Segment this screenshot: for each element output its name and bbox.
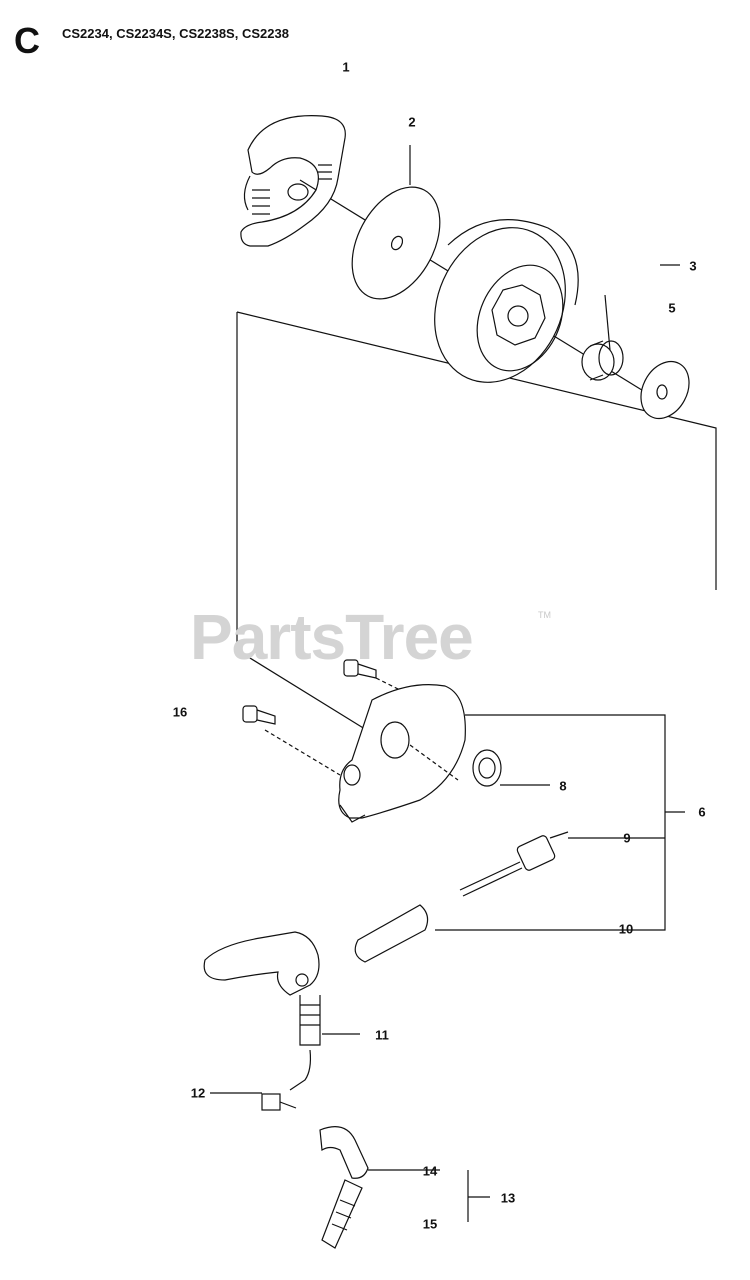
clutch-shoe <box>240 115 346 247</box>
seal <box>472 749 502 787</box>
leader-lines <box>210 714 685 1222</box>
callout-11: 11 <box>375 1027 389 1043</box>
hose-connector <box>261 1093 297 1111</box>
oil-filter <box>321 1179 363 1249</box>
callout-3: 3 <box>689 258 697 274</box>
callout-9: 9 <box>623 830 631 846</box>
pump-sleeve <box>354 904 429 963</box>
washer <box>351 186 441 300</box>
clutch-cover <box>338 684 466 823</box>
model-list: CS2234, CS2234S, CS2238S, CS2238 <box>62 26 289 41</box>
callout-8: 8 <box>559 778 567 794</box>
callout-1: 1 <box>342 59 350 75</box>
callout-2: 2 <box>408 114 416 130</box>
oil-pump-shaft <box>459 831 569 897</box>
callout-12: 12 <box>190 1085 206 1101</box>
section-letter: C <box>14 20 40 61</box>
hose-elbow <box>319 1126 369 1179</box>
callout-5: 5 <box>668 300 676 316</box>
callout-15: 15 <box>422 1216 438 1232</box>
watermark-trademark: TM <box>538 610 551 620</box>
oil-pump-lever <box>203 931 320 996</box>
callout-6: 6 <box>698 804 706 820</box>
clutch-drum <box>434 219 579 383</box>
needle-bearing <box>581 340 624 381</box>
thrust-washer <box>640 360 690 420</box>
callout-10: 10 <box>618 921 634 937</box>
callout-16: 16 <box>172 704 188 720</box>
watermark-logo: PartsTree <box>190 601 474 673</box>
hose <box>289 995 321 1091</box>
callout-13: 13 <box>500 1190 516 1206</box>
callout-14: 14 <box>422 1163 438 1179</box>
bolt <box>242 659 401 776</box>
